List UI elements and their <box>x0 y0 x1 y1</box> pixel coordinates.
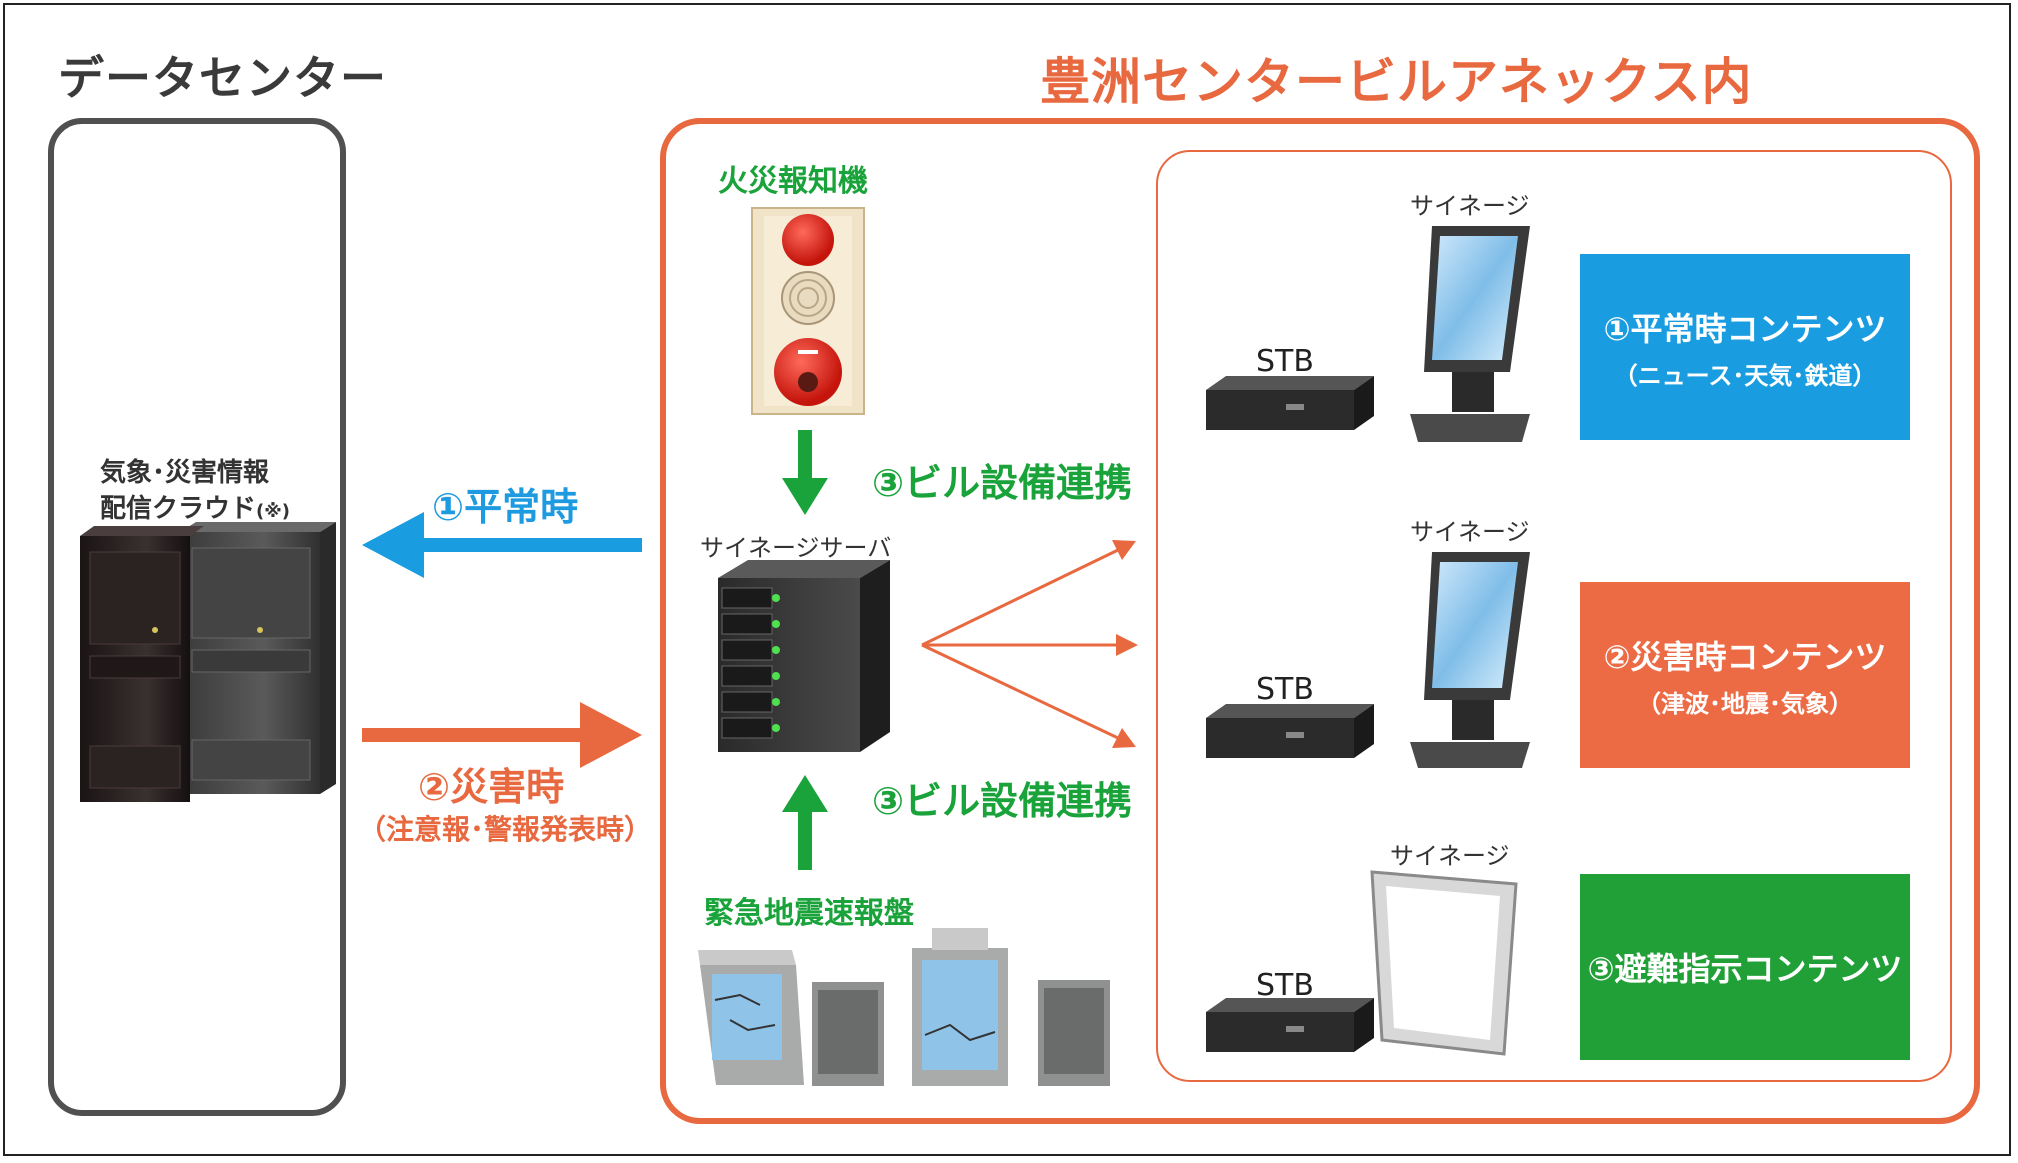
normal-time-label: ①平常時 <box>432 485 579 529</box>
signage-label-1: サイネージ <box>1410 192 1530 220</box>
cloud-label-note: (※) <box>256 501 290 522</box>
signage-label-2: サイネージ <box>1410 518 1530 546</box>
earthquake-panel-label: 緊急地震速報盤 <box>704 896 914 931</box>
fire-alarm-icon <box>751 207 865 415</box>
signage-device-3 <box>1370 870 1518 1056</box>
content-title-normal: ①平常時コンテンツ <box>1603 309 1887 348</box>
distribution-arrows <box>921 540 1138 748</box>
signage-device-1 <box>1410 226 1530 442</box>
cloud-server-icon <box>80 522 336 802</box>
stb-device-1 <box>1206 376 1374 430</box>
fire-alarm-label: 火災報知機 <box>718 164 868 199</box>
building-link-top-label: ③ビル設備連携 <box>872 461 1133 505</box>
fire-alarm-arrow <box>782 430 828 515</box>
building-link-bottom-label: ③ビル設備連携 <box>872 779 1133 823</box>
disaster-time-sub: （注意報･警報発表時） <box>358 813 653 846</box>
signage-area-box <box>1156 150 1952 1082</box>
content-box-normal: ①平常時コンテンツ （ニュース･天気･鉄道） <box>1580 254 1910 440</box>
signage-server-icon <box>718 560 890 752</box>
normal-time-arrow <box>362 512 642 578</box>
datacenter-title: データセンター <box>58 51 387 105</box>
stb-device-3 <box>1206 998 1374 1052</box>
signage-server-label: サイネージサーバ <box>700 534 892 562</box>
signage-label-3: サイネージ <box>1390 842 1510 870</box>
signage-device-2 <box>1410 552 1530 768</box>
stb-device-2 <box>1206 704 1374 758</box>
buildings-icon <box>698 928 1110 1086</box>
stb-label-2: STB <box>1256 672 1314 707</box>
disaster-time-label: ②災害時 <box>418 765 565 809</box>
annex-title: 豊洲センタービルアネックス内 <box>1040 53 1753 111</box>
content-title-disaster: ②災害時コンテンツ <box>1603 637 1887 676</box>
cloud-label-line1: 気象･災害情報 <box>100 458 270 488</box>
disaster-time-arrow <box>362 702 642 768</box>
content-sub-disaster: （津波･地震･気象） <box>1637 689 1853 718</box>
cloud-label: 気象･災害情報 配信クラウド(※) <box>100 455 310 530</box>
stb-label-1: STB <box>1256 344 1314 379</box>
content-box-disaster: ②災害時コンテンツ （津波･地震･気象） <box>1580 582 1910 768</box>
diagram-frame <box>3 3 2011 1156</box>
content-box-evacuation: ③避難指示コンテンツ <box>1580 874 1910 1060</box>
earthquake-arrow <box>782 775 828 870</box>
content-title-evacuation: ③避難指示コンテンツ <box>1587 950 1903 988</box>
annex-box <box>660 118 1980 1124</box>
datacenter-box <box>48 118 346 1116</box>
cloud-label-line2: 配信クラウド <box>100 494 257 524</box>
stb-label-3: STB <box>1256 968 1314 1003</box>
content-sub-normal: （ニュース･天気･鉄道） <box>1613 361 1877 390</box>
